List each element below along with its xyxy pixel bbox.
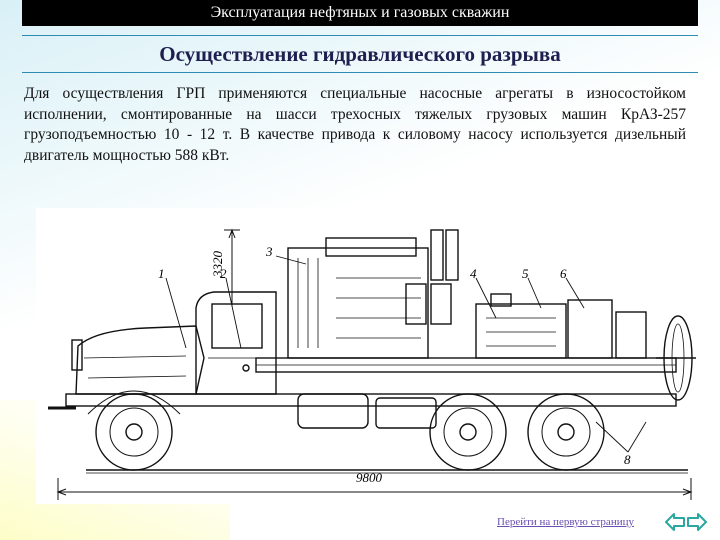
first-page-link[interactable]: Перейти на первую страницу — [497, 516, 634, 528]
truck-hood — [71, 325, 205, 395]
callout-6: 6 — [560, 266, 567, 281]
body-paragraph: Для осуществления ГРП применяются специа… — [24, 85, 686, 164]
slide-title: Осуществление гидравлического разрыва — [159, 41, 561, 66]
header-bar: Эксплуатация нефтяных и газовых скважин — [22, 0, 698, 26]
fuel-tanks — [297, 393, 437, 429]
length-value: 9800 — [356, 470, 382, 485]
callout-4: 4 — [470, 266, 477, 281]
rear-wheel — [527, 393, 605, 471]
truck-drawing: 3320 9800 1 2 3 4 5 6 8 — [36, 208, 699, 504]
header-title: Эксплуатация нефтяных и газовых скважин — [210, 4, 510, 21]
ground-line — [86, 469, 688, 474]
chassis-frame — [48, 357, 677, 410]
height-dimension — [224, 228, 240, 306]
callout-5: 5 — [522, 266, 529, 281]
callout-1: 1 — [158, 266, 165, 281]
front-wheel — [87, 390, 181, 471]
power-pump — [475, 293, 647, 359]
length-dimension — [56, 478, 693, 500]
arrow-left-icon[interactable] — [664, 511, 686, 533]
title-rule-top — [22, 35, 698, 36]
callout-2: 2 — [220, 266, 227, 281]
hose-reel — [656, 315, 696, 401]
truck-cab — [195, 291, 277, 395]
callout-8: 8 — [624, 452, 631, 467]
pump-unit — [287, 229, 459, 359]
title-rule-bottom — [22, 72, 698, 73]
callout-leaders — [165, 255, 647, 453]
arrow-right-icon[interactable] — [686, 511, 708, 533]
middle-wheel — [429, 393, 507, 471]
callout-3: 3 — [266, 244, 273, 259]
